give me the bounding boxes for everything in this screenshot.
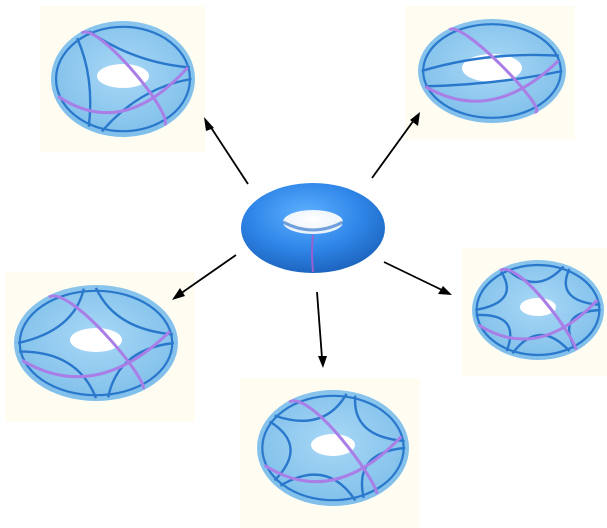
blue-rim xyxy=(422,23,562,119)
purple-curve xyxy=(21,330,171,379)
arrow-to-bottom xyxy=(316,291,327,368)
torus-top-left xyxy=(51,21,195,137)
blue-curve xyxy=(19,350,98,399)
arrow-to-top-left xyxy=(204,117,249,185)
purple-curve xyxy=(57,66,189,115)
purple-curve xyxy=(80,30,167,127)
torus-hole xyxy=(70,328,122,352)
blue-curve xyxy=(475,270,509,312)
torus-top-right xyxy=(418,19,566,123)
torus-middle-left xyxy=(14,285,178,401)
blue-curve xyxy=(475,313,512,352)
blue-curve xyxy=(107,341,175,398)
blue-curve xyxy=(353,395,405,443)
blue-curve xyxy=(17,288,85,345)
arrow-to-middle-left xyxy=(172,254,237,300)
purple-curve xyxy=(424,59,560,103)
blue-curve xyxy=(421,53,559,73)
center-meridian xyxy=(311,234,314,273)
purple-curve xyxy=(477,298,599,341)
arrow-to-top-right xyxy=(371,112,420,179)
blue-curve xyxy=(100,77,192,133)
blue-curve xyxy=(425,69,563,88)
purple-curve xyxy=(263,435,403,484)
arrow-to-middle-right xyxy=(383,261,452,295)
torus-bottom xyxy=(257,390,409,506)
purple-curve xyxy=(288,399,379,495)
center-torus xyxy=(241,183,385,273)
purple-curve xyxy=(48,294,145,390)
purple-curve xyxy=(448,27,539,114)
blue-curve xyxy=(505,265,565,284)
torus-hole xyxy=(311,434,355,456)
torus-hole xyxy=(97,64,149,88)
blue-curve xyxy=(274,393,348,423)
blue-curve xyxy=(279,473,357,502)
blue-rim xyxy=(261,394,405,502)
blue-rim xyxy=(18,289,174,397)
purple-curve xyxy=(499,268,578,351)
torus-middle-right xyxy=(472,260,604,360)
torus-hole xyxy=(462,54,522,82)
outer-tori-group xyxy=(14,19,604,506)
blue-curve xyxy=(76,37,92,127)
blue-curve xyxy=(511,333,571,355)
blue-curve xyxy=(94,287,174,336)
blue-rim xyxy=(475,263,601,357)
blue-rim xyxy=(54,25,192,133)
